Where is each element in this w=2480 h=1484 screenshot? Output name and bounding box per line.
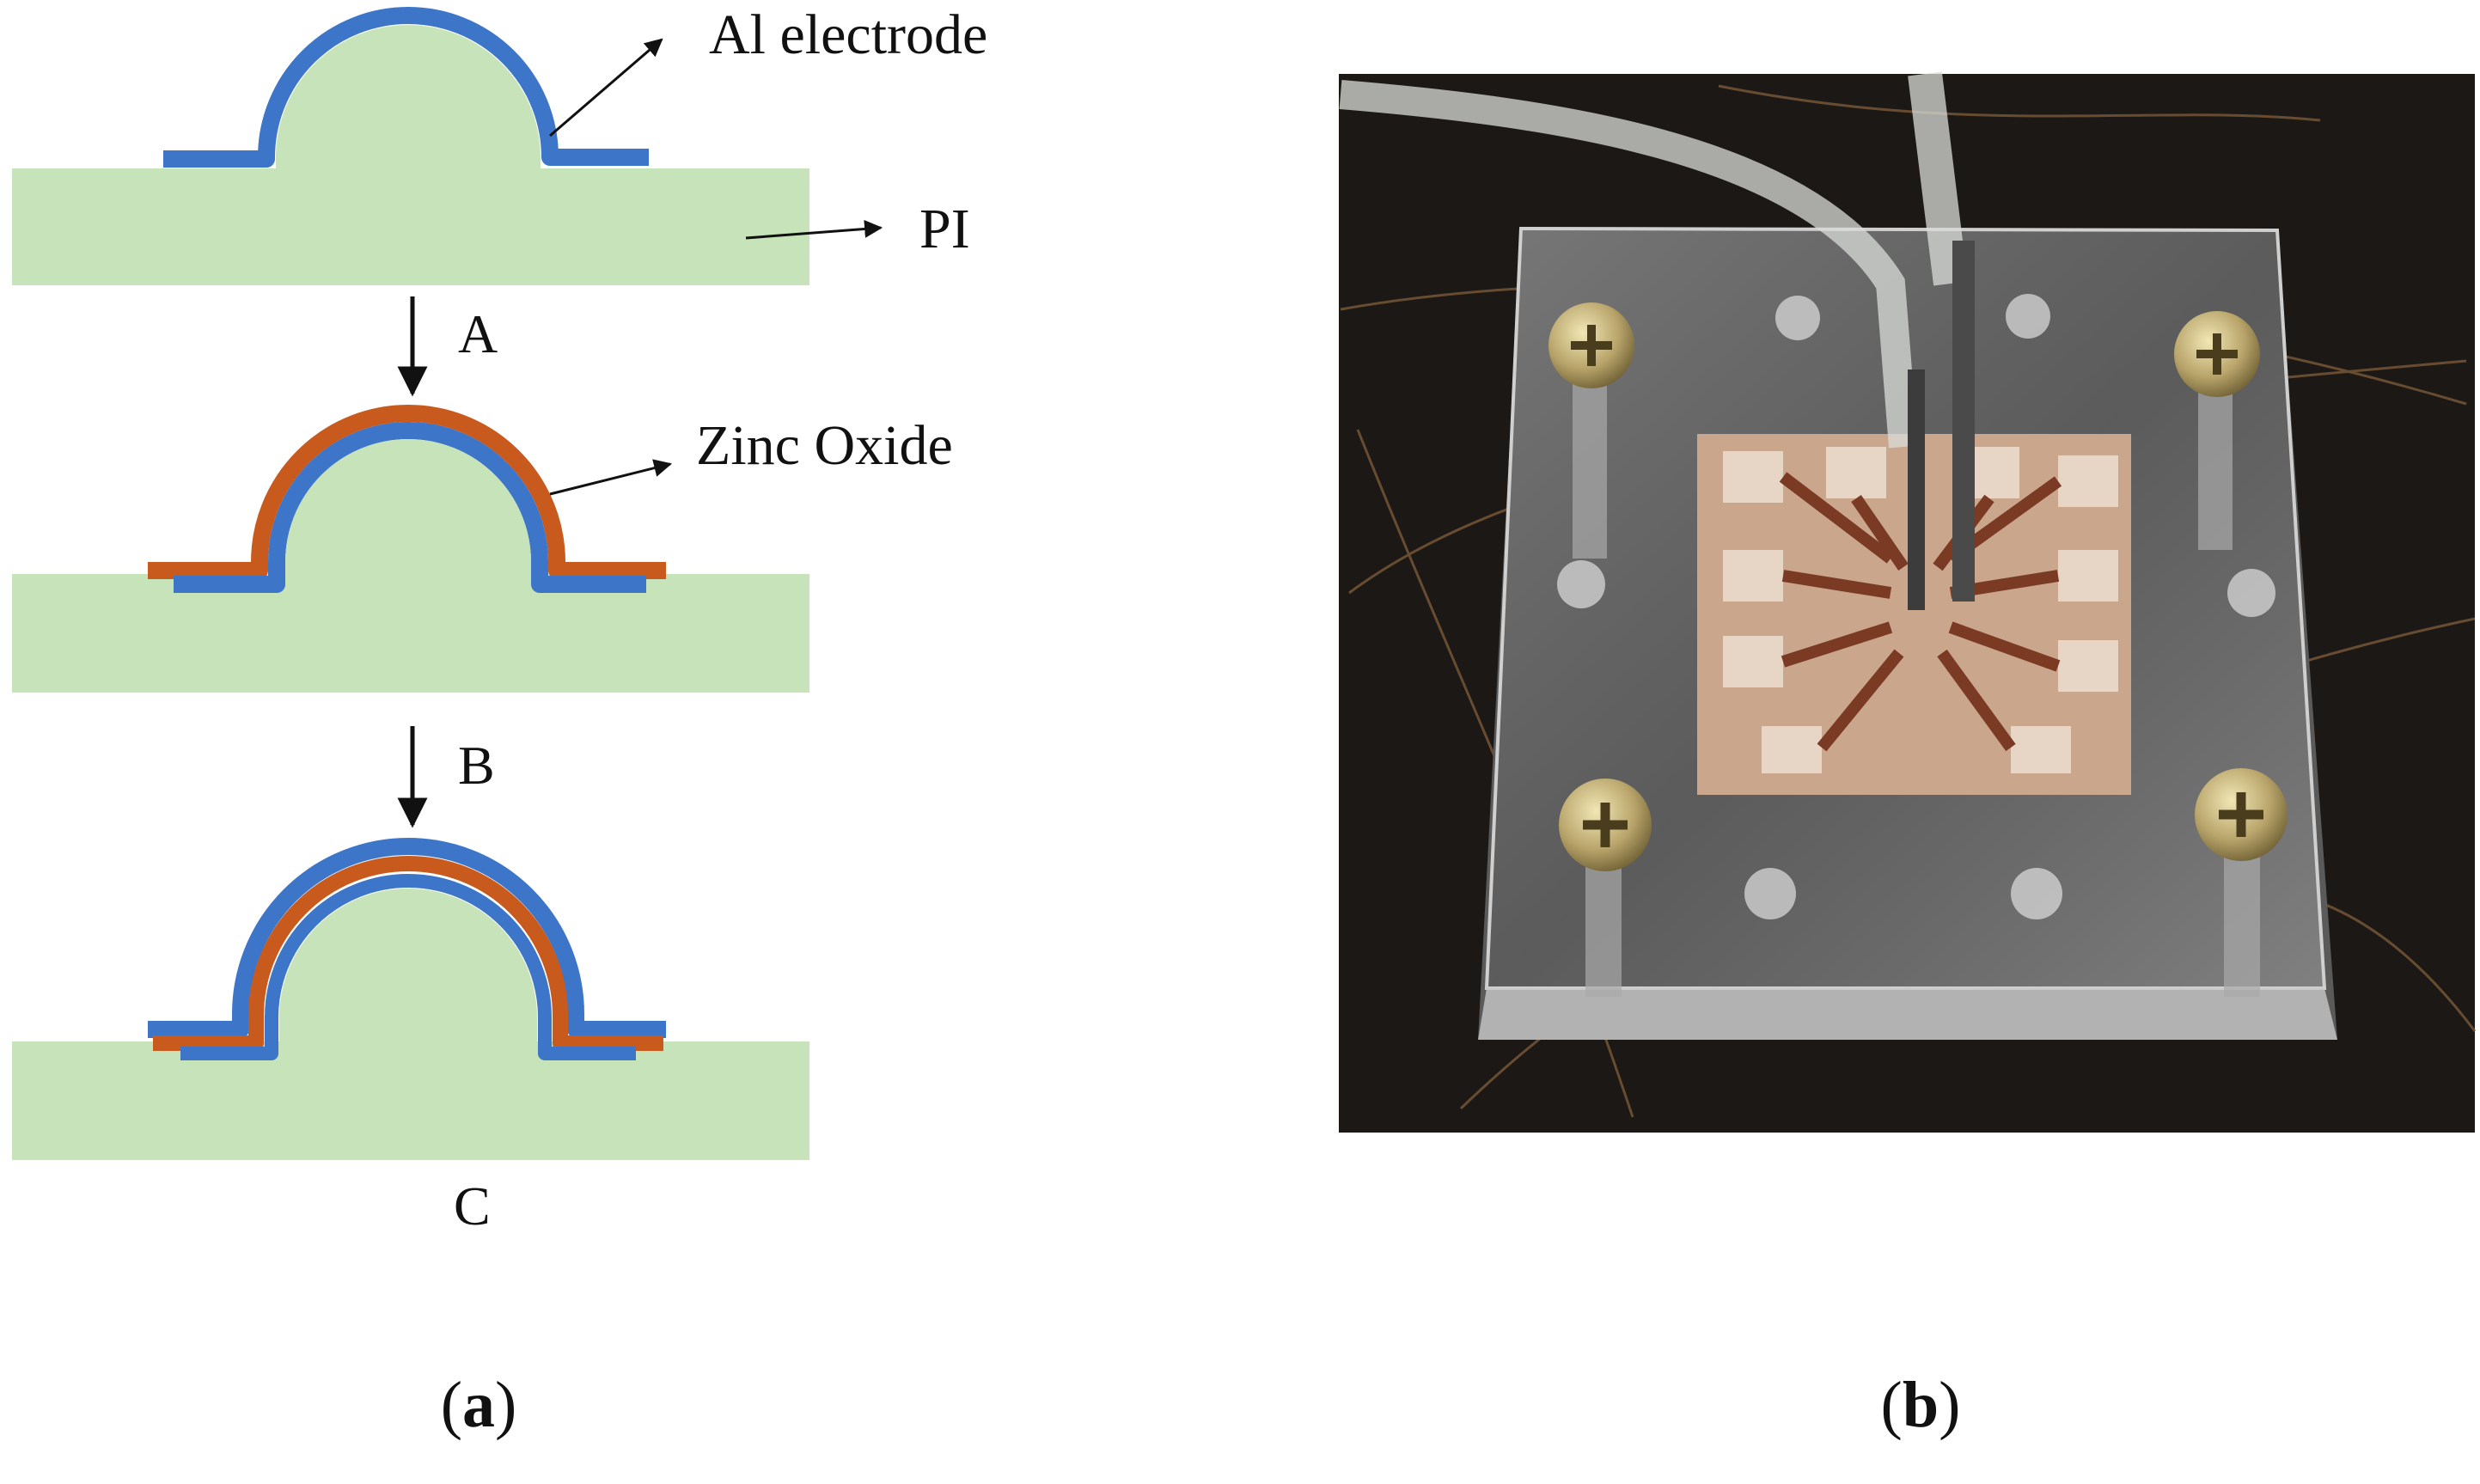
al-electrode-layer-2 (174, 422, 646, 593)
electrode-traces (1779, 472, 2062, 752)
panel-b: (b) (1339, 71, 2477, 1441)
screw-bottom-left (1559, 779, 1652, 997)
dome-fill-1 (276, 25, 541, 169)
needle-2 (1908, 369, 1925, 610)
screw-top-left (1548, 302, 1634, 559)
pi-label: PI (919, 198, 970, 260)
chip-front-edge (1478, 988, 2337, 1040)
dome-fill-2 (285, 439, 531, 574)
process-arrow-a: A (397, 296, 498, 397)
panel-a: Al electrode PI A Zinc Oxide B (12, 3, 987, 1441)
step-label-b: B (458, 735, 495, 796)
al-electrode-layer-1 (163, 7, 649, 168)
caption-a: (a) (441, 1369, 517, 1441)
al-electrode-leader (549, 38, 663, 137)
zinc-oxide-layer-2 (148, 405, 666, 579)
pi-substrate-2 (12, 574, 809, 693)
screw-bottom-right (2195, 768, 2288, 997)
left-tube (1339, 80, 1918, 449)
pi-leader (745, 219, 883, 240)
screw-top-right (2174, 311, 2260, 550)
fluid-ports (1557, 294, 2275, 919)
zinc-oxide-label: Zinc Oxide (696, 414, 953, 477)
structure-step-3: C (12, 838, 809, 1237)
step-label-c: C (454, 1176, 491, 1237)
structure-step-1: Al electrode PI (12, 3, 987, 285)
structure-step-2: Zinc Oxide (12, 405, 953, 693)
al-electrode-bottom-layer-3 (180, 874, 636, 1060)
pi-substrate-1 (12, 168, 809, 285)
device-photo (1339, 71, 2477, 1133)
al-electrode-label: Al electrode (709, 3, 987, 66)
step-label-a: A (458, 303, 498, 364)
needle (1952, 241, 1975, 602)
pi-substrate-3 (12, 1041, 809, 1160)
process-arrow-b: B (397, 726, 495, 828)
dome-fill-3 (279, 889, 537, 1041)
top-tube (1908, 71, 1968, 286)
caption-b: (b) (1881, 1369, 1961, 1441)
zinc-oxide-layer-3 (153, 856, 663, 1051)
al-electrode-top-layer-3 (148, 838, 666, 1038)
zinc-oxide-leader (549, 459, 673, 496)
